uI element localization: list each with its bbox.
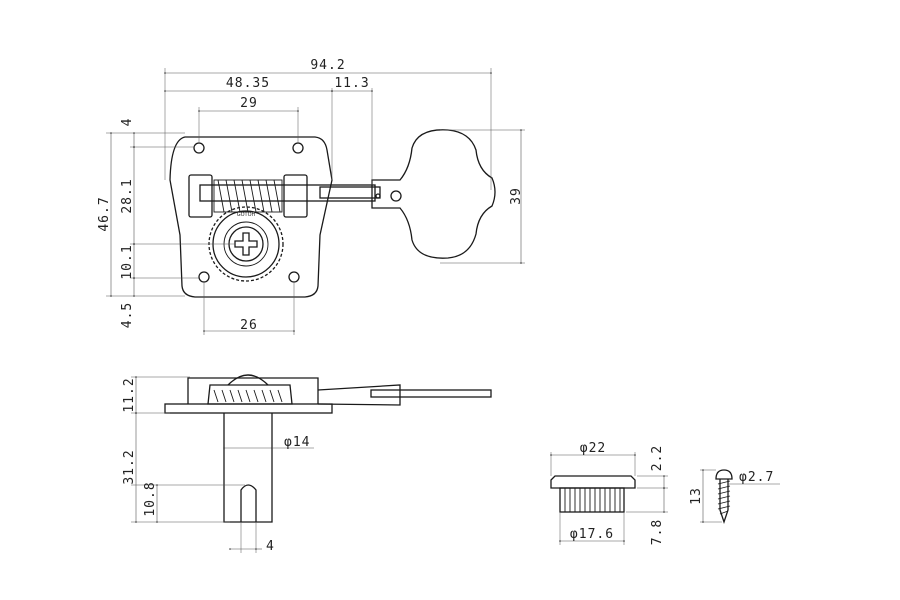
dim-bottom-margin: 4.5 xyxy=(120,302,135,328)
side-key-shaft xyxy=(317,384,401,406)
dim-top-margin: 4 xyxy=(120,118,135,127)
dim-post-diameter: φ14 xyxy=(284,435,310,450)
bushing-view: φ22 φ17.6 2.2 7.8 xyxy=(550,441,668,545)
dim-shaft-offset: 11.3 xyxy=(334,76,369,91)
dim-slot-depth: 10.8 xyxy=(143,481,158,516)
dim-post-height: 31.2 xyxy=(122,449,137,484)
side-post-slot xyxy=(240,484,257,522)
dim-slot-width: 4 xyxy=(266,539,275,554)
dim-housing-height: 11.2 xyxy=(122,377,137,412)
tuning-key xyxy=(371,129,496,259)
dim-screw-length: 13 xyxy=(689,487,704,505)
side-gear xyxy=(207,384,293,405)
dim-flange-height: 2.2 xyxy=(650,445,665,471)
mount-hole-top-right xyxy=(292,142,304,154)
dim-body-diameter: φ17.6 xyxy=(570,527,614,542)
side-baseplate xyxy=(164,403,333,414)
mount-hole-bottom-right xyxy=(288,271,300,283)
mount-hole-bottom-left xyxy=(198,271,210,283)
baseplate-outline xyxy=(169,136,333,298)
worm-thread xyxy=(213,179,283,213)
phillips-screw-icon xyxy=(234,232,258,256)
side-view: 11.2 31.2 10.8 φ14 4 xyxy=(122,374,492,554)
dim-screw-diameter: φ2.7 xyxy=(739,470,774,485)
bushing-flange xyxy=(550,475,636,489)
worm-shaft xyxy=(199,184,376,202)
front-view: GOTOH 94.2 48.35 11.3 29 26 39 xyxy=(97,58,525,335)
dim-hole-spacing-bottom: 26 xyxy=(240,318,258,333)
dim-gear-offset: 28.1 xyxy=(120,178,135,213)
screw-view: 13 φ2.7 xyxy=(689,469,780,525)
dim-lower-offset: 10.1 xyxy=(120,244,135,279)
key-shaft xyxy=(319,186,381,199)
dim-key-height: 39 xyxy=(509,187,524,205)
gear-lettering: GOTOH xyxy=(237,212,256,218)
mount-hole-top-left xyxy=(193,142,205,154)
side-housing xyxy=(187,377,319,404)
screw-thread xyxy=(719,479,729,525)
bearing-block-left xyxy=(188,174,213,218)
dim-overall-width: 94.2 xyxy=(310,58,345,73)
screw-head xyxy=(715,469,733,480)
side-key-edge xyxy=(370,389,492,398)
key-hole xyxy=(390,190,402,202)
bushing-body xyxy=(559,487,625,513)
bearing-block-right xyxy=(283,174,308,218)
dim-plate-height: 46.7 xyxy=(97,196,112,231)
dim-flange-diameter: φ22 xyxy=(580,441,606,456)
side-post xyxy=(223,413,273,523)
key-pin xyxy=(375,193,381,199)
dim-hole-spacing-top: 29 xyxy=(240,96,258,111)
dim-body-height: 7.8 xyxy=(650,519,665,545)
dim-post-offset: 48.35 xyxy=(226,76,270,91)
